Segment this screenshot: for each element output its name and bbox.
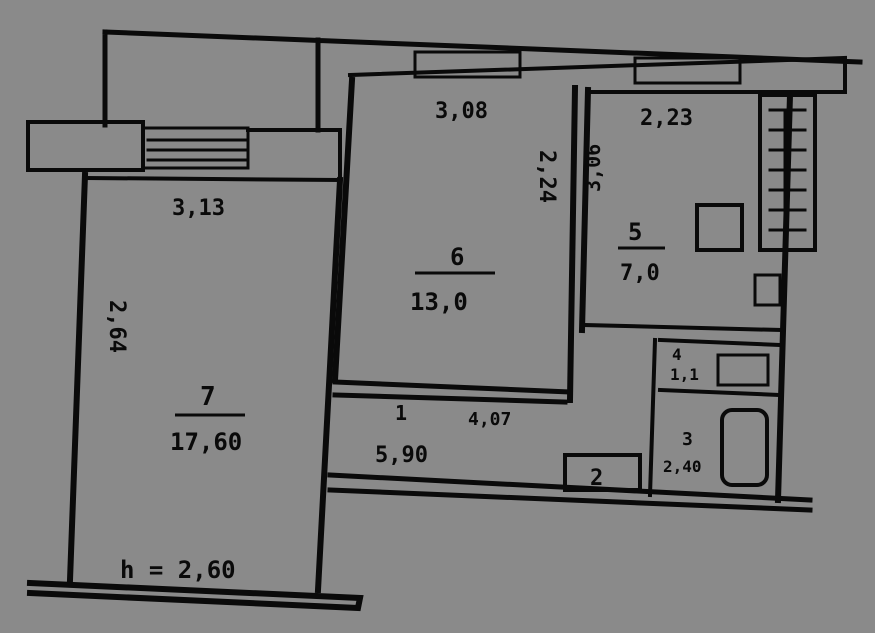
walls: [26, 29, 863, 612]
room6-area: 13,0: [410, 288, 468, 316]
room2-number: 2: [590, 466, 603, 491]
toilet-room: [563, 453, 642, 492]
room1-number: 1: [395, 401, 407, 425]
room3-number: 3: [682, 429, 693, 450]
room5-area: 7,0: [620, 261, 660, 286]
room6-width: 3,08: [435, 99, 488, 124]
ceiling-height: h = 2,60: [120, 556, 236, 584]
room7-number: 7: [200, 382, 216, 412]
room5-length: 3,06: [581, 144, 605, 192]
room5-number: 5: [628, 218, 642, 246]
stove-icon: [695, 203, 744, 252]
bathtub-icon: [720, 408, 769, 487]
washbasin-icon: [716, 353, 770, 387]
room3-area: 2,40: [663, 457, 702, 476]
room6-number: 6: [450, 243, 464, 271]
room4-area: 1,1: [670, 365, 699, 384]
room1-length: 4,07: [468, 409, 511, 430]
room7-width: 3,13: [172, 196, 225, 221]
room6-length: 2,24: [534, 150, 559, 203]
room7-area: 17,60: [170, 428, 242, 456]
sink-icon: [753, 273, 782, 307]
room4-number: 4: [672, 345, 682, 364]
room5-width: 2,23: [640, 106, 693, 131]
room7-length: 2,64: [104, 300, 129, 353]
room1-area: 5,90: [375, 443, 428, 468]
